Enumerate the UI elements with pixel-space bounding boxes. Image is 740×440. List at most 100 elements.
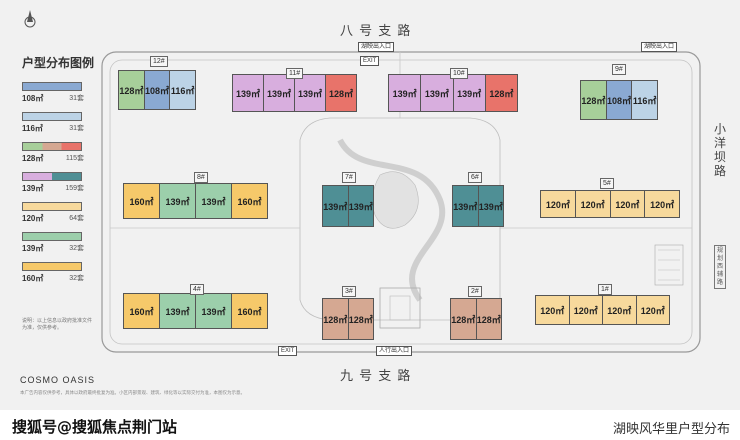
north-exit-gate: EXIT	[360, 56, 380, 66]
legend-swatch	[22, 262, 82, 271]
east-road-label: 小洋坝路	[713, 122, 726, 178]
caption-bar: 搜狐号@搜狐焦点荆门站 湖映风华里户型分布	[0, 410, 740, 440]
legend-count: 115套	[65, 155, 84, 162]
building-8-number: 8#	[194, 172, 208, 183]
unit-cell[interactable]: 139㎡	[233, 75, 264, 111]
building-6-number: 6#	[468, 172, 482, 183]
unit-cell[interactable]: 128㎡	[485, 75, 517, 111]
building-9-number: 9#	[612, 64, 626, 75]
unit-cell[interactable]: 139㎡	[323, 186, 349, 226]
unit-cell[interactable]: 128㎡	[326, 75, 356, 111]
building-7-number: 7#	[342, 172, 356, 183]
site-plan-map: 八 号 支 路 九 号 支 路 小洋坝路 规划西辅路 湖映出入口 EXIT 湖映…	[0, 0, 740, 410]
unit-cell[interactable]: 139㎡	[160, 184, 196, 218]
legend-count: 31套	[69, 95, 84, 102]
unit-cell[interactable]: 139㎡	[160, 294, 196, 328]
legend-count: 31套	[69, 125, 84, 132]
unit-cell[interactable]: 139㎡	[196, 184, 232, 218]
unit-cell[interactable]: 139㎡	[348, 186, 373, 226]
unit-cell[interactable]: 139㎡	[295, 75, 326, 111]
unit-cell[interactable]: 139㎡	[453, 186, 479, 226]
legend-area: 160㎡	[22, 274, 44, 283]
unit-cell[interactable]: 139㎡	[478, 186, 503, 226]
unit-cell[interactable]: 139㎡	[196, 294, 232, 328]
legend-area: 139㎡	[22, 244, 44, 253]
legend-swatch	[22, 172, 82, 181]
legend-row: 108㎡ 31套	[22, 82, 84, 106]
legend-row: 160㎡ 32套	[22, 262, 84, 286]
unit-cell[interactable]: 128㎡	[323, 299, 349, 339]
unit-cell[interactable]: 120㎡	[610, 191, 646, 217]
legend-title: 户型分布图例	[22, 56, 95, 70]
legend-count: 64套	[69, 215, 84, 222]
unit-cell[interactable]: 120㎡	[536, 296, 570, 324]
building-10-number: 10#	[450, 68, 468, 79]
unit-cell[interactable]: 160㎡	[232, 294, 267, 328]
east-road-note: 规划西辅路	[714, 245, 726, 289]
building-12-number: 12#	[150, 56, 168, 67]
unit-cell[interactable]: 116㎡	[632, 81, 658, 119]
northeast-entrance-gate: 湖映出入口	[641, 42, 678, 52]
legend-area: 139㎡	[22, 184, 44, 193]
north-road-label: 八 号 支 路	[340, 24, 412, 39]
unit-cell[interactable]: 120㎡	[636, 296, 669, 324]
legend-count: 32套	[69, 245, 84, 252]
unit-cell[interactable]: 139㎡	[389, 75, 422, 111]
south-road-label: 九 号 支 路	[340, 369, 412, 384]
south-entrance-gate: 人行出入口	[376, 346, 413, 356]
building-11-number: 11#	[286, 68, 304, 79]
source-caption: 搜狐号@搜狐焦点荆门站	[12, 418, 178, 436]
unit-cell[interactable]: 108㎡	[606, 81, 633, 119]
unit-cell[interactable]: 120㎡	[603, 296, 637, 324]
legend-area: 120㎡	[22, 214, 44, 223]
unit-cell[interactable]: 120㎡	[569, 296, 603, 324]
unit-cell[interactable]: 120㎡	[575, 191, 611, 217]
legend-count: 159套	[65, 185, 84, 192]
building-5-number: 5#	[600, 178, 614, 189]
legend-row: 116㎡ 31套	[22, 112, 84, 136]
legend-swatch	[22, 112, 82, 121]
unit-cell[interactable]: 128㎡	[119, 71, 145, 109]
building-4-number: 4#	[190, 284, 204, 295]
unit-cell[interactable]: 120㎡	[645, 191, 679, 217]
unit-cell[interactable]: 120㎡	[541, 191, 576, 217]
unit-cell[interactable]: 116㎡	[170, 71, 196, 109]
legend-row: 139㎡ 159套	[22, 172, 84, 196]
legend-area: 128㎡	[22, 154, 44, 163]
unit-cell[interactable]: 139㎡	[453, 75, 486, 111]
legend-count: 32套	[69, 275, 84, 282]
legend-area: 108㎡	[22, 94, 44, 103]
legend-row: 139㎡ 32套	[22, 232, 84, 256]
unit-cell[interactable]: 160㎡	[232, 184, 267, 218]
unit-cell[interactable]: 160㎡	[124, 184, 160, 218]
building-2-number: 2#	[468, 286, 482, 297]
legend-swatch	[22, 82, 82, 91]
legend-row: 120㎡ 64套	[22, 202, 84, 226]
unit-cell[interactable]: 160㎡	[124, 294, 160, 328]
brand-logo-text: COSMO OASIS	[20, 375, 96, 385]
legend-area: 116㎡	[22, 124, 43, 133]
footnote: 本广告内容仅供参考，具体以政府最终批复为准。小区内部景观、建筑、绿化等以实际交付…	[20, 390, 245, 395]
unit-cell[interactable]: 128㎡	[476, 299, 501, 339]
unit-cell[interactable]: 128㎡	[451, 299, 477, 339]
building-1-number: 1#	[598, 284, 612, 295]
unit-cell[interactable]: 128㎡	[348, 299, 373, 339]
legend-swatch	[22, 202, 82, 211]
unit-cell[interactable]: 139㎡	[421, 75, 454, 111]
unit-cell[interactable]: 139㎡	[264, 75, 295, 111]
unit-cell[interactable]: 108㎡	[144, 71, 171, 109]
legend-note: 说明：以上信息以政府批准文件为准，仅供参考。	[22, 318, 93, 331]
unit-cell[interactable]: 128㎡	[581, 81, 607, 119]
